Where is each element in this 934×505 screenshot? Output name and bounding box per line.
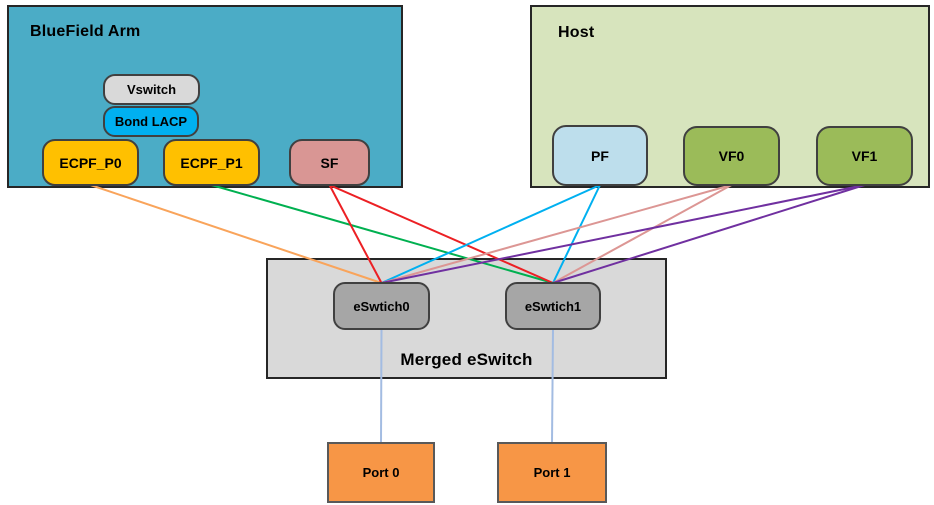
host-title: Host xyxy=(558,24,595,41)
edge-eswitch0-to-port0 xyxy=(380,328,383,444)
pf-node: PF xyxy=(552,125,648,186)
port0-label: Port 0 xyxy=(362,465,400,480)
eswitch1-node: eSwtich1 xyxy=(505,282,601,330)
edge-vf0-to-eswitch0 xyxy=(381,184,732,284)
edge-sf-to-eswitch0 xyxy=(328,184,383,284)
vswitch-node: Vswitch xyxy=(103,74,200,105)
vf0-label: VF0 xyxy=(718,148,745,164)
pf-label: PF xyxy=(591,147,609,164)
port1-label: Port 1 xyxy=(533,465,571,480)
bond-lacp-node: Bond LACP xyxy=(103,106,199,137)
port1-node: Port 1 xyxy=(497,442,607,503)
eswitch0-node: eSwtich0 xyxy=(333,282,430,330)
edge-sf-to-eswitch1 xyxy=(329,184,554,284)
eswitch0-label: eSwtich0 xyxy=(353,298,410,314)
sf-label: SF xyxy=(320,154,339,171)
ecpf-p0-label: ECPF_P0 xyxy=(59,154,122,171)
edge-pf-to-eswitch0 xyxy=(381,184,601,284)
edge-eswitch1-to-port1 xyxy=(551,328,554,444)
merged-eswitch-title: Merged eSwitch xyxy=(400,350,533,369)
vf1-label: VF1 xyxy=(851,148,878,164)
vswitch-label: Vswitch xyxy=(126,82,177,97)
sf-node: SF xyxy=(289,139,370,186)
vf1-node: VF1 xyxy=(816,126,913,186)
edge-vf1-to-eswitch1 xyxy=(552,184,865,284)
ecpf-p0-node: ECPF_P0 xyxy=(42,139,139,186)
edge-pf-to-eswitch1 xyxy=(552,184,601,284)
edge-ecpf_p0-to-eswitch0 xyxy=(90,184,382,284)
edge-vf0-to-eswitch1 xyxy=(552,184,732,284)
bond-lacp-label: Bond LACP xyxy=(114,114,188,129)
bluefield-arm-title: BlueField Arm xyxy=(30,23,141,40)
port0-node: Port 0 xyxy=(327,442,435,503)
edge-ecpf_p1-to-eswitch1 xyxy=(211,184,554,284)
eswitch1-label: eSwtich1 xyxy=(524,298,582,314)
vf0-node: VF0 xyxy=(683,126,780,186)
ecpf-p1-node: ECPF_P1 xyxy=(163,139,260,186)
edge-vf1-to-eswitch0 xyxy=(381,184,865,284)
ecpf-p1-label: ECPF_P1 xyxy=(180,154,243,171)
